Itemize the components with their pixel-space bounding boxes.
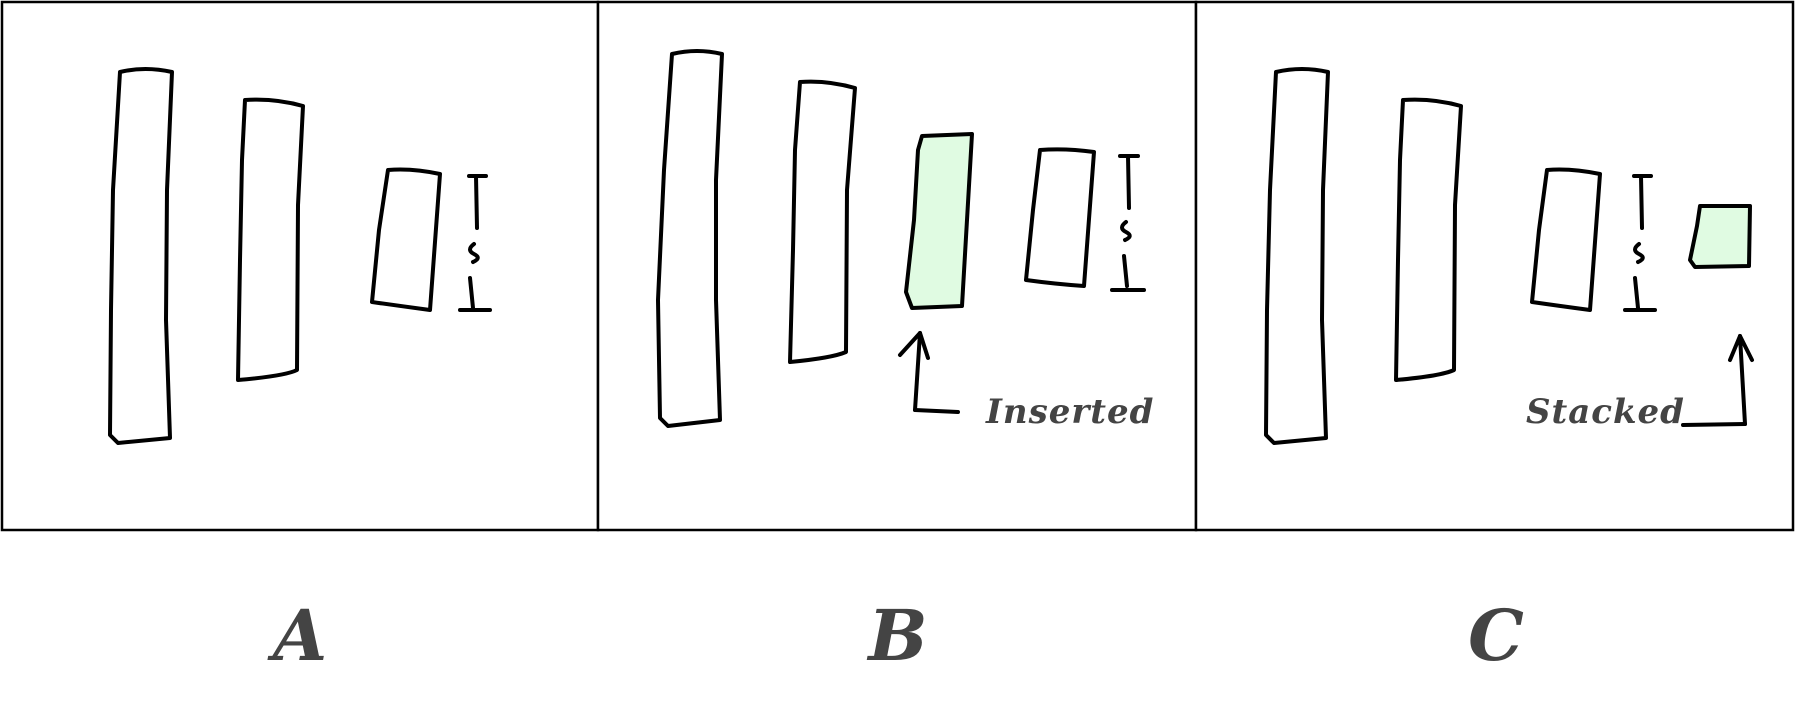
inserted-bar <box>904 132 974 310</box>
bar-a1 <box>108 67 174 445</box>
annotation-inserted: Inserted <box>985 392 1154 432</box>
bar-c2 <box>1394 97 1463 382</box>
ellipsis-glyph-c <box>1623 174 1657 312</box>
arrow-icon-b <box>898 331 960 414</box>
caption-a: A <box>267 594 327 677</box>
panel-a <box>108 67 492 445</box>
bar-a2 <box>236 97 305 382</box>
panel-b: Inserted <box>656 49 1154 432</box>
bar-a3 <box>370 167 442 312</box>
caption-b: B <box>866 594 927 677</box>
panel-c: Stacked <box>1264 67 1754 445</box>
arrow-icon-c <box>1681 334 1754 427</box>
bar-c3 <box>1530 167 1602 312</box>
ellipsis-glyph-b <box>1110 154 1146 292</box>
bar-b3 <box>1024 147 1096 288</box>
panel-a-frame <box>0 0 600 532</box>
ellipsis-glyph <box>458 174 492 312</box>
bar-b2 <box>788 79 857 364</box>
caption-c: C <box>1468 594 1524 677</box>
bar-b1 <box>656 49 724 428</box>
annotation-stacked: Stacked <box>1526 392 1685 432</box>
stacked-block <box>1688 204 1752 269</box>
bar-c1 <box>1264 67 1330 445</box>
